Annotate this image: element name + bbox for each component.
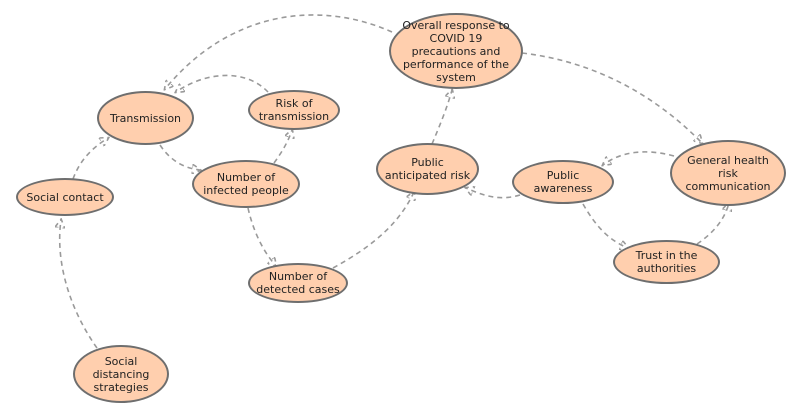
node-label: Public anticipated risk xyxy=(384,156,471,182)
edge-overall-to-general-communication xyxy=(521,52,702,143)
edge-overall-to-transmission xyxy=(165,14,393,89)
node-label: Number of infected people xyxy=(203,171,289,197)
node-public-anticipated-risk: Public anticipated risk xyxy=(376,143,479,195)
node-label: General health risk communication xyxy=(685,153,771,193)
node-number-of-detected-cases: Number of detected cases xyxy=(248,263,348,303)
node-social-distancing-strategies: Social distancing strategies xyxy=(73,345,169,403)
node-transmission: Transmission xyxy=(97,91,194,145)
node-general-health-risk-communication: General health risk communication xyxy=(670,140,786,206)
node-label: Transmission xyxy=(109,111,182,125)
edge-anticipated-to-overall xyxy=(431,90,452,145)
node-social-contact: Social contact xyxy=(16,178,114,216)
edge-social-contact-to-transmission xyxy=(72,138,108,180)
node-trust-in-authorities: Trust in the authorities xyxy=(613,240,720,284)
edge-distancing-to-social-contact xyxy=(60,220,98,349)
node-public-awareness: Public awareness xyxy=(512,160,614,204)
edge-general-to-awareness xyxy=(603,151,675,165)
edge-infected-to-risk xyxy=(273,130,292,164)
node-number-of-infected: Number of infected people xyxy=(192,160,300,208)
edge-awareness-to-trust xyxy=(582,203,628,248)
node-label: Number of detected cases xyxy=(256,270,340,296)
node-label: Social distancing strategies xyxy=(92,354,150,394)
edge-transmission-to-infected xyxy=(159,144,200,170)
node-risk-of-transmission: Risk of transmission xyxy=(248,90,340,130)
edge-infected-to-detected xyxy=(247,207,276,266)
node-label: Social contact xyxy=(26,190,104,204)
edge-risk-to-transmission xyxy=(176,74,269,92)
edge-trust-to-general xyxy=(696,203,729,245)
node-label: Overall response to COVID 19 precautions… xyxy=(402,18,510,84)
edge-awareness-to-anticipated xyxy=(466,188,521,199)
edge-detected-to-anticipated xyxy=(332,192,414,269)
node-label: Trust in the authorities xyxy=(635,249,698,275)
node-overall-response: Overall response to COVID 19 precautions… xyxy=(389,13,523,89)
node-label: Risk of transmission xyxy=(258,97,330,123)
node-label: Public awareness xyxy=(533,169,593,195)
